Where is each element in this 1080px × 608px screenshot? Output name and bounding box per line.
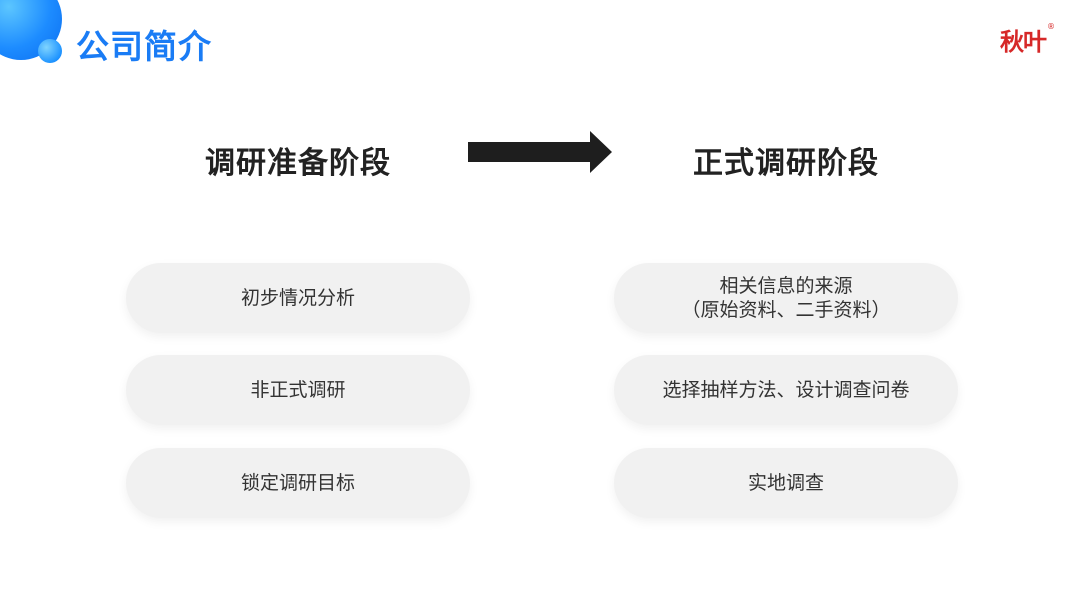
step-label: 初步情况分析 <box>240 287 355 309</box>
registered-mark: ® <box>1047 22 1055 31</box>
step-sublabel: （原始资料、二手资料） <box>681 299 891 321</box>
step-label: 实地调查 <box>747 472 824 494</box>
page-title: 公司简介 <box>76 27 212 66</box>
stage-heading-formal: 正式调研阶段 <box>693 146 879 181</box>
step-label: 锁定调研目标 <box>240 472 355 494</box>
step-pill: 锁定调研目标 <box>126 448 470 518</box>
brand-logo: 秋叶® <box>1000 22 1055 57</box>
step-label: 相关信息的来源 <box>719 275 853 297</box>
logo-text: 秋叶 <box>1000 28 1047 56</box>
step-pill: 初步情况分析 <box>126 263 470 333</box>
step-label: 非正式调研 <box>250 379 346 401</box>
stage-heading-preparation: 调研准备阶段 <box>205 146 391 181</box>
arrow-right-icon <box>468 131 612 173</box>
step-pill: 选择抽样方法、设计调查问卷 <box>614 355 958 425</box>
step-pill: 非正式调研 <box>126 355 470 425</box>
step-label: 选择抽样方法、设计调查问卷 <box>662 379 910 401</box>
decorative-blue-dot <box>38 39 62 63</box>
step-pill: 实地调查 <box>614 448 958 518</box>
step-pill: 相关信息的来源 （原始资料、二手资料） <box>614 263 958 333</box>
